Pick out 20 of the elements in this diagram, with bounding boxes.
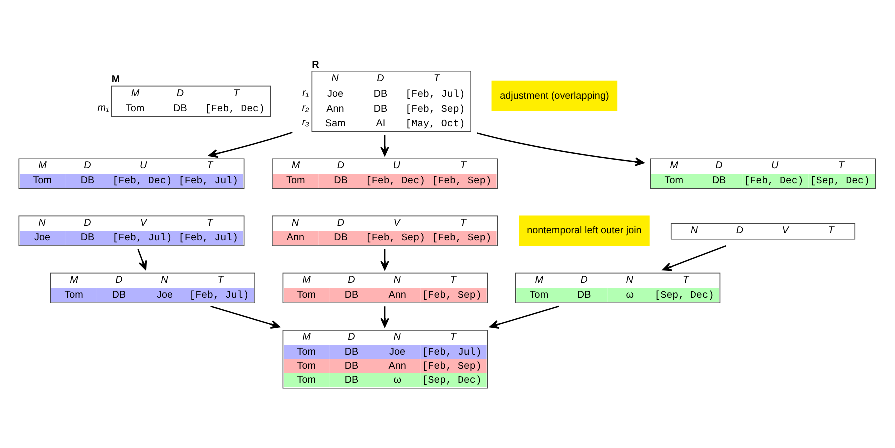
node-box: N D V T <box>670 222 856 240</box>
node-label: m₁ <box>98 102 110 114</box>
arrow <box>380 306 390 328</box>
node-label: M <box>112 74 120 86</box>
node-box: N D T Joe DB [Feb, Jul) Ann DB [Feb, Sep) Sam AI [May, Oct) <box>312 70 472 132</box>
arrow <box>138 248 148 270</box>
node-label: r₁ <box>302 87 310 98</box>
node-label: r₂ <box>302 102 310 114</box>
arrow <box>210 305 280 328</box>
arrow <box>490 305 560 328</box>
node-label: R <box>312 59 320 70</box>
arrow <box>662 244 726 271</box>
node-label: r₃ <box>302 117 310 128</box>
arrow <box>208 131 293 158</box>
arrow <box>477 132 645 166</box>
arrow <box>380 134 390 156</box>
label: adjustment (overlapping) <box>500 90 610 102</box>
node-box: M D T Tom DB [Feb, Dec) <box>111 85 272 117</box>
arrow <box>380 249 390 270</box>
label: nontemporal left outer join <box>527 225 642 236</box>
